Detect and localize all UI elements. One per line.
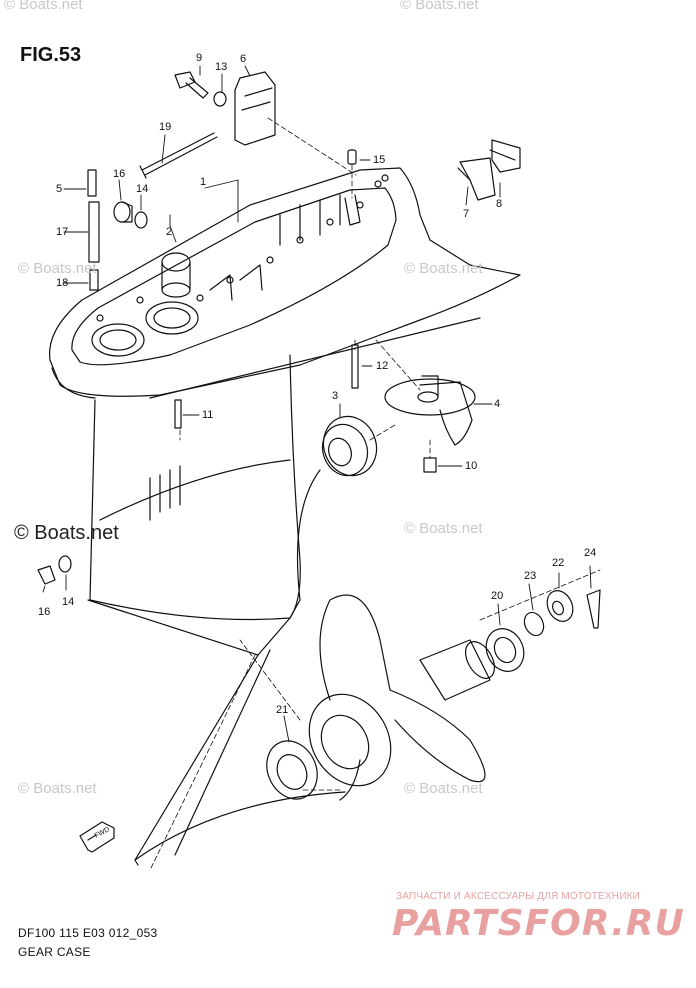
callout-5: 5 [56, 183, 63, 195]
bolt-12 [351, 344, 359, 389]
figure-title: FIG.53 [20, 44, 82, 66]
watermark: © Boats.net [404, 260, 483, 277]
diagram-caption: GEAR CASE [18, 945, 91, 959]
callout-4: 4 [494, 398, 501, 410]
callout-16-upper: 16 [113, 168, 126, 180]
assembly-lines [149, 117, 601, 871]
fwd-arrow-icon [79, 821, 115, 853]
diagram-code: DF100 115 E03 012_053 [18, 926, 158, 940]
callout-6: 6 [240, 53, 247, 65]
bolt-9 [174, 71, 209, 99]
callout-14-lower: 14 [62, 596, 75, 608]
watermark: © Boats.net [400, 0, 479, 13]
part-7 [457, 157, 496, 201]
plug-16-upper [113, 201, 133, 223]
callout-17: 17 [56, 226, 69, 238]
watermark: © Boats.net [404, 520, 483, 537]
thrust-washer-20 [485, 628, 525, 672]
callout-21: 21 [276, 704, 289, 716]
callout-10: 10 [465, 460, 478, 472]
cotter-pin-24 [586, 589, 601, 629]
watermark-large: © Boats.net [14, 522, 119, 544]
bearing-3 [321, 415, 378, 477]
washer-14-upper [134, 211, 148, 229]
callout-19: 19 [159, 121, 172, 133]
washer-14-lower [58, 555, 72, 573]
shop-logo: PARTSFOR.RU [392, 903, 685, 944]
fitting-18 [89, 269, 99, 291]
watermark: © Boats.net [18, 260, 97, 277]
callout-2: 2 [166, 226, 173, 238]
callout-16-lower: 16 [38, 606, 51, 618]
washer-23 [523, 611, 545, 637]
callout-3: 3 [332, 390, 339, 402]
callout-22: 22 [552, 557, 565, 569]
watermark: © Boats.net [4, 0, 83, 13]
callout-18: 18 [56, 277, 69, 289]
bolt-11 [174, 399, 182, 429]
callout-20: 20 [491, 590, 504, 602]
callout-9: 9 [196, 52, 203, 64]
plug-16-lower [37, 565, 56, 585]
part-6-cover [234, 71, 276, 146]
rod-19-end [139, 165, 147, 179]
propeller [308, 594, 496, 801]
callout-15: 15 [373, 154, 386, 166]
callout-14-upper: 14 [136, 183, 149, 195]
gear-case-housing [49, 167, 521, 866]
part-5 [87, 169, 97, 197]
shop-subtitle: ЗАПЧАСТИ И АКСЕССУАРЫ ДЛЯ МОТОТЕХНИКИ [396, 891, 641, 902]
bolt-10 [423, 457, 437, 473]
callout-1: 1 [200, 176, 207, 188]
callout-24: 24 [584, 547, 597, 559]
nut-22 [546, 590, 574, 622]
leader-lines [42, 65, 592, 743]
anode-trim-tab [384, 375, 476, 446]
callout-13: 13 [215, 61, 228, 73]
tube-17 [88, 201, 100, 263]
spacer-21 [266, 740, 318, 800]
callout-12: 12 [376, 360, 389, 372]
part-8 [489, 139, 521, 173]
watermark: © Boats.net [404, 780, 483, 797]
watermark: © Boats.net [18, 780, 97, 797]
callout-11: 11 [202, 409, 214, 421]
washer-13 [213, 91, 227, 107]
callout-23: 23 [524, 570, 537, 582]
pin-15 [347, 149, 357, 165]
callout-8: 8 [496, 198, 503, 210]
rod-19 [141, 132, 218, 176]
callout-7: 7 [463, 208, 470, 220]
